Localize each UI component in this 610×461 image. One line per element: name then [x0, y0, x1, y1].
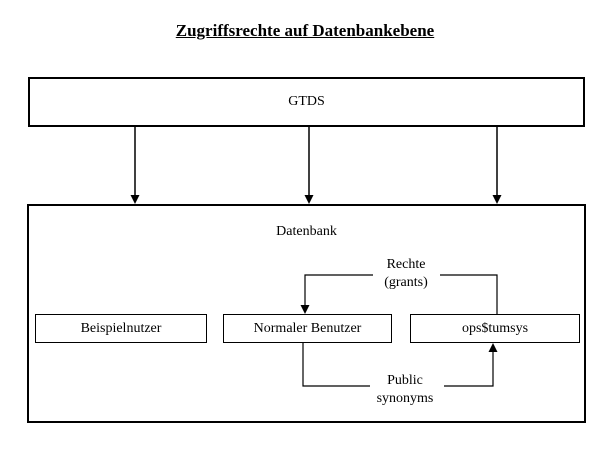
node-normaler-benutzer: Normaler Benutzer [223, 314, 392, 343]
grants-edge-label-line2: (grants) [384, 275, 428, 290]
node-ops-tumsys-label: ops$tumsys [461, 320, 529, 336]
gtds-box: GTDS [28, 77, 585, 127]
gtds-box-label: GTDS [288, 94, 325, 109]
arrowhead-down-icon [130, 195, 140, 204]
public-synonyms-edge-label: Public synonyms [345, 372, 465, 408]
arrowhead-down-icon [304, 195, 314, 204]
arrowhead-down-icon [492, 195, 502, 204]
datenbank-box-label: Datenbank [276, 224, 337, 239]
node-beispielnutzer: Beispielnutzer [35, 314, 207, 343]
grants-edge-label-line1: Rechte [386, 257, 426, 272]
node-ops-tumsys: ops$tumsys [410, 314, 580, 343]
diagram-title: Zugriffsrechte auf Datenbankebene [175, 21, 435, 40]
node-beispielnutzer-label: Beispielnutzer [80, 320, 162, 336]
node-normaler-benutzer-label: Normaler Benutzer [253, 320, 362, 336]
datenbank-box [27, 204, 586, 423]
public-synonyms-edge-label-line2: synonyms [376, 391, 434, 406]
gtds-to-datenbank-arrow-right [492, 127, 502, 204]
gtds-to-datenbank-arrow-left [130, 127, 140, 204]
public-synonyms-edge-label-line1: Public [387, 373, 423, 388]
gtds-to-datenbank-arrow-middle [304, 127, 314, 204]
grants-edge-label: Rechte (grants) [346, 256, 466, 292]
